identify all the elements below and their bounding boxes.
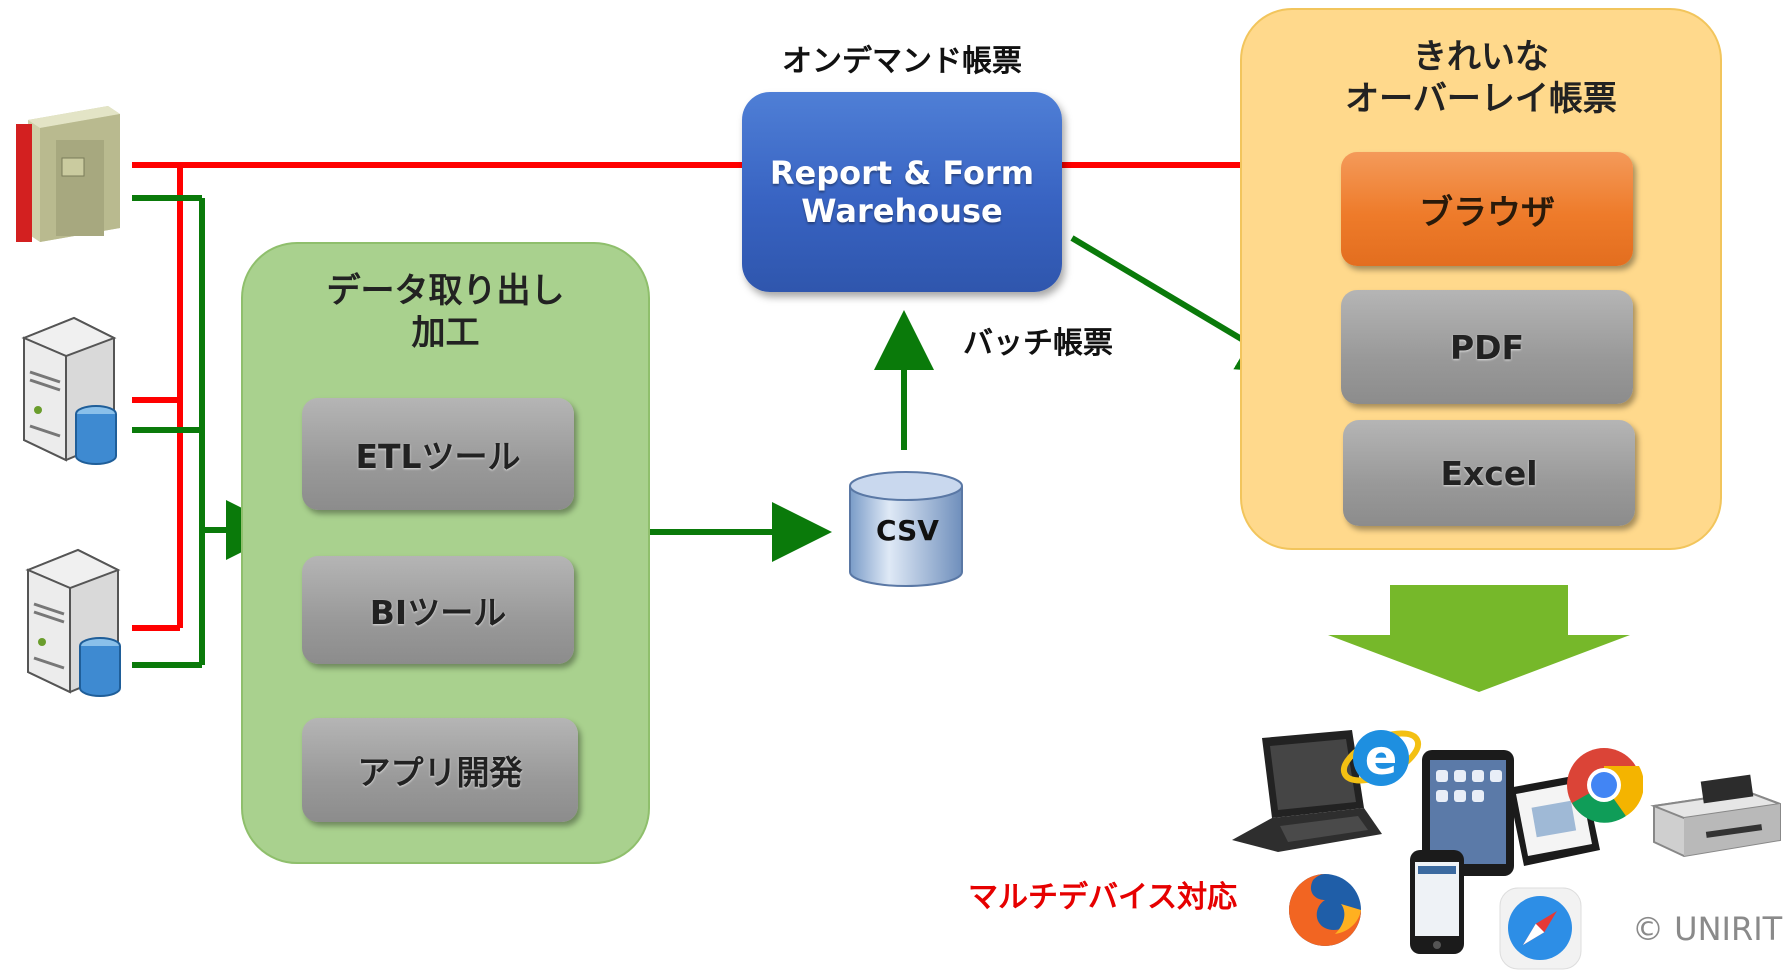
app-development-button[interactable]: アプリ開発 xyxy=(302,718,578,822)
overlay-report-title: きれいな オーバーレイ帳票 xyxy=(1345,37,1617,119)
internet-explorer-icon: e xyxy=(1340,730,1422,786)
firefox-icon xyxy=(1289,874,1361,946)
database-server-icon xyxy=(21,316,117,465)
mainframe-server-icon xyxy=(16,106,120,242)
bi-tool-button[interactable]: BIツール xyxy=(302,556,574,664)
report-form-warehouse-box[interactable]: Report & Form Warehouse xyxy=(742,92,1062,292)
csv-label: CSV xyxy=(876,514,939,547)
excel-button[interactable]: Excel xyxy=(1343,420,1635,526)
batch-label: バッチ帳票 xyxy=(963,326,1113,361)
chrome-icon xyxy=(1567,748,1643,823)
csv-database-icon xyxy=(849,471,963,587)
svg-text:e: e xyxy=(1365,730,1398,786)
browser-button[interactable]: ブラウザ xyxy=(1341,152,1633,266)
data-extraction-title: データ取り出し 加工 xyxy=(326,271,565,353)
laptop-icon xyxy=(1232,730,1382,852)
pdf-button[interactable]: PDF xyxy=(1341,290,1633,404)
etl-tool-button[interactable]: ETLツール xyxy=(302,398,574,510)
database-server-icon xyxy=(25,548,121,697)
printer-icon xyxy=(1650,774,1781,858)
smartphone-icon xyxy=(1410,850,1464,954)
tablet-icon xyxy=(1422,750,1514,876)
on-demand-label: オンデマンド帳票 xyxy=(782,44,1022,79)
multidevice-label: マルチデバイス対応 xyxy=(968,880,1238,915)
safari-icon xyxy=(1499,887,1582,970)
big-down-arrow xyxy=(1328,585,1630,692)
copyright-text: © UNIRIT xyxy=(1632,910,1783,948)
